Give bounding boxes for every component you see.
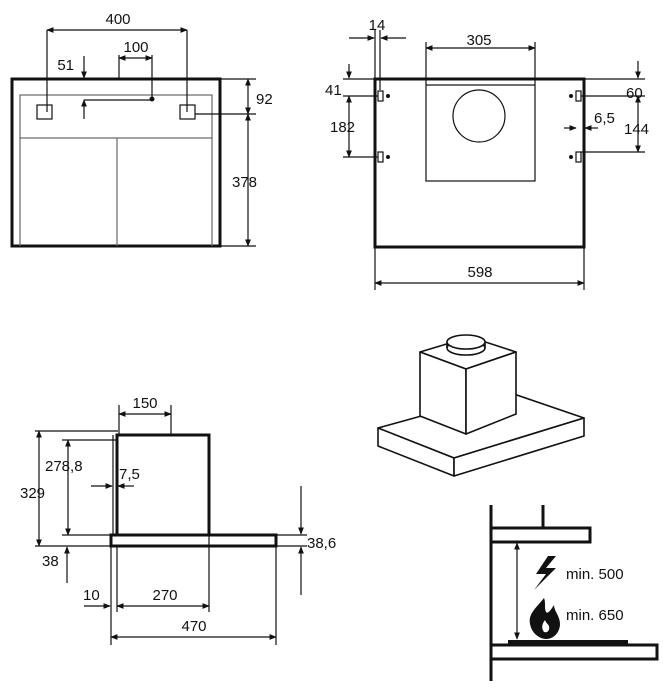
top-view: 14 305 41 182 60 6,5 144 598 (325, 17, 649, 290)
side-chimney-height-label: 278,8 (45, 458, 83, 475)
top-left-spacing-label: 182 (330, 119, 355, 136)
top-right-spacing-label: 144 (624, 121, 649, 138)
side-wall-offset-label: 10 (83, 587, 100, 604)
front-centre-hole (149, 96, 155, 102)
top-duct-outline (425, 84, 536, 182)
front-view: 400 100 51 92 378 (10, 11, 273, 248)
isometric-view (377, 334, 585, 477)
top-duct-label: 305 (466, 32, 491, 49)
clearance-diagram: min. 500 min. 650 (489, 505, 659, 681)
front-bracket-band (19, 94, 213, 139)
front-width-label: 400 (105, 11, 130, 28)
top-left-offset-label: 41 (325, 82, 342, 99)
front-height-label: 378 (232, 174, 257, 191)
side-total-depth-label: 470 (181, 618, 206, 635)
gas-clearance-label: min. 650 (566, 607, 624, 624)
top-mount-bracket-right-lower (569, 151, 582, 163)
top-right-offset-label: 60 (626, 85, 643, 102)
side-canopy-outline (109, 533, 278, 548)
front-bracket-label: 92 (256, 91, 273, 108)
side-chimney-outline (115, 433, 211, 537)
clearance-hob (489, 643, 659, 661)
top-mount-bracket-right-upper (569, 90, 582, 102)
top-width-label: 598 (467, 264, 492, 281)
front-mount-hole-left (36, 104, 53, 120)
top-outline (373, 77, 586, 249)
electric-clearance-label: min. 500 (566, 566, 624, 583)
side-view: 150 329 278,8 7,5 38,6 38 10 270 470 (20, 395, 336, 645)
clearance-cooktop (508, 640, 628, 645)
top-outlet-circle (452, 89, 506, 143)
lightning-icon (534, 556, 556, 590)
side-chimney-depth-label: 270 (152, 587, 177, 604)
top-mount-bracket-left-upper (377, 90, 390, 102)
iso-outlet-top (446, 334, 486, 350)
front-top-offset-label: 51 (57, 57, 74, 74)
side-wall-gap-label: 7,5 (119, 466, 140, 483)
side-canopy-thickness-label: 38,6 (307, 535, 336, 552)
top-right-gap-label: 6,5 (594, 110, 615, 127)
top-bracket-offset-label: 14 (369, 17, 386, 34)
front-outline (10, 77, 222, 248)
side-total-height-label: 329 (20, 485, 45, 502)
clearance-hood (489, 526, 592, 544)
flame-icon (529, 598, 560, 639)
iso-chimney-side (465, 351, 517, 435)
side-bottom-offset-label: 38 (42, 553, 59, 570)
top-mount-bracket-left-lower (377, 151, 390, 163)
front-spacing-label: 100 (123, 39, 148, 56)
iso-canopy-side (453, 417, 585, 477)
side-duct-label: 150 (132, 395, 157, 412)
